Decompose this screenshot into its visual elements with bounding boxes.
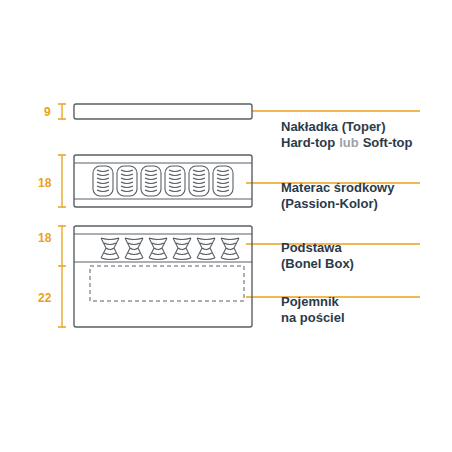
variant-separator: lub — [339, 135, 359, 151]
bedding-container-outline — [90, 266, 244, 301]
pocket-spring-coil — [145, 170, 157, 192]
dimension-number: 9 — [44, 104, 51, 120]
bonnel-spring — [149, 238, 167, 260]
part-name: Podstawa — [281, 240, 342, 256]
dimension-bar — [58, 226, 66, 266]
part-name: Pojemnik na pościel — [281, 294, 355, 326]
pocket-spring-coil — [217, 170, 229, 192]
springs — [93, 166, 239, 260]
bonnel-spring — [197, 238, 215, 260]
pocket-spring-sleeve — [189, 166, 209, 196]
pocket-spring-coil — [169, 170, 181, 192]
topper-outline — [74, 104, 252, 119]
dimension-number: 18 — [38, 175, 51, 191]
dimension-bar — [58, 266, 66, 327]
dimension-number: 22 — [38, 290, 51, 306]
dimension-bar — [58, 155, 66, 207]
part-name: Materac środkowy — [281, 180, 394, 196]
leader-line — [252, 110, 420, 111]
bonnel-spring — [125, 238, 143, 260]
pocket-spring-sleeve — [117, 166, 137, 196]
part-name: (Passion-Kolor) — [281, 196, 378, 212]
bonnel-spring — [173, 238, 191, 260]
bonnel-spring — [221, 238, 239, 260]
pocket-spring-sleeve — [93, 166, 113, 196]
base-outline — [74, 226, 252, 327]
dimension-bar — [58, 104, 66, 119]
part-variant: Hard-top — [281, 135, 335, 151]
pocket-spring-sleeve — [165, 166, 185, 196]
mattress-cover-line — [74, 163, 252, 199]
dimension-number: 18 — [38, 230, 51, 246]
pocket-spring-sleeve — [213, 166, 233, 196]
part-variant: Soft-top — [363, 135, 413, 151]
part-name: (Bonel Box) — [281, 256, 354, 272]
bonnel-spring — [101, 238, 119, 260]
pocket-spring-coil — [121, 170, 133, 192]
base-cover-line — [74, 234, 252, 262]
pocket-spring-coil — [193, 170, 205, 192]
mattress-layers — [74, 104, 252, 327]
part-name: Nakładka (Toper) — [281, 119, 386, 135]
pocket-spring-coil — [97, 170, 109, 192]
middle-mattress-outline — [74, 155, 252, 207]
dimension-bars — [58, 104, 420, 327]
pocket-spring-sleeve — [141, 166, 161, 196]
